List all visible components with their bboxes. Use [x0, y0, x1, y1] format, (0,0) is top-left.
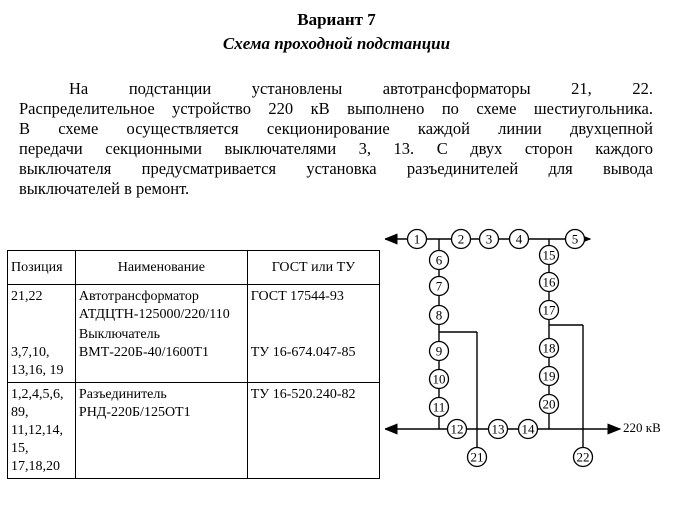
scheme-node-label: 7: [436, 279, 443, 294]
scheme-node-13: [487, 418, 509, 440]
scheme-node-12: [446, 418, 468, 440]
paragraph-line: На подстанции установлены автотрансформа…: [69, 79, 653, 98]
scheme-node-label: 22: [577, 450, 590, 465]
scheme-node-label: 18: [543, 341, 556, 356]
position-value: 3,7,10, 13,16, 19: [11, 345, 64, 378]
paragraph-line: В схеме осуществляется секционирование к…: [19, 119, 653, 138]
scheme-node-label: 11: [433, 400, 446, 415]
description-paragraph: На подстанции установлены автотрансформа…: [19, 79, 653, 199]
scheme-node-14: [517, 418, 539, 440]
scheme-node-11: [428, 396, 450, 418]
table-row: 21,22 3,7,10, 13,16, 19 Автотрансформато…: [7, 284, 381, 383]
gost-value: ГОСТ 17544-93: [250, 289, 344, 304]
equipment-table: Позиция Наименование ГОСТ или ТУ 21,22 3…: [7, 250, 381, 479]
scheme-node-label: 10: [433, 372, 446, 387]
scheme-node-8: [428, 304, 450, 326]
name-value: Разъединитель РНД-220Б/125ОТ1: [78, 387, 191, 420]
scheme-node-22: [572, 446, 594, 468]
scheme-node-3: [478, 228, 500, 250]
scheme-node-1: [406, 228, 428, 250]
position-value: 1,2,4,5,6, 89, 11,12,14, 15, 17,18,20: [11, 387, 64, 474]
header-position: Позиция: [7, 250, 76, 285]
scheme-node-label: 8: [436, 308, 443, 323]
scheme-node-label: 16: [543, 275, 557, 290]
scheme-node-10: [428, 368, 450, 390]
scheme-node-18: [538, 337, 560, 359]
scheme-node-label: 1: [414, 232, 421, 247]
scheme-node-16: [538, 271, 560, 293]
position-value: 21,22: [11, 289, 43, 304]
gost-value: ТУ 16-674.047-85: [250, 345, 356, 360]
table-header-row: Позиция Наименование ГОСТ или ТУ: [7, 250, 381, 285]
scheme-node-label: 20: [543, 397, 556, 412]
header-name: Наименование: [74, 250, 248, 285]
scheme-node-label: 15: [543, 248, 556, 263]
scheme-node-4: [508, 228, 530, 250]
name-value: Автотрансформатор АТДЦТН-125000/220/110: [78, 289, 230, 322]
scheme-node-9: [428, 340, 450, 362]
voltage-label: 220 кВ: [623, 420, 661, 435]
cell-position: 1,2,4,5,6, 89, 11,12,14, 15, 17,18,20: [7, 382, 76, 479]
name-value: Выключатель ВМТ-220Б-40/1600Т1: [78, 327, 210, 360]
scheme-node-7: [428, 275, 450, 297]
scheme-node-label: 13: [492, 422, 505, 437]
scheme-node-label: 5: [572, 232, 579, 247]
table-row: 1,2,4,5,6, 89, 11,12,14, 15, 17,18,20 Ра…: [7, 382, 381, 479]
scheme-node-20: [538, 393, 560, 415]
cell-position: 21,22 3,7,10, 13,16, 19: [7, 284, 76, 383]
scheme-node-label: 2: [458, 232, 465, 247]
scheme-node-6: [428, 249, 450, 271]
page-subtitle: Схема проходной подстанции: [222, 34, 451, 53]
scheme-node-label: 21: [471, 450, 484, 465]
scheme-node-label: 12: [451, 422, 464, 437]
paragraph-line: выключателя предусматривается установка …: [19, 159, 653, 178]
scheme-node-label: 4: [516, 232, 523, 247]
scheme-node-5: [564, 228, 586, 250]
scheme-node-19: [538, 365, 560, 387]
cell-gost: ГОСТ 17544-93 ТУ 16-674.047-85: [246, 284, 381, 383]
scheme-node-label: 17: [543, 303, 557, 318]
scheme-node-label: 9: [436, 344, 443, 359]
scheme-node-15: [538, 244, 560, 266]
scheme-node-label: 14: [522, 422, 536, 437]
scheme-node-label: 6: [436, 253, 443, 268]
scheme-node-label: 3: [486, 232, 493, 247]
gost-value: ТУ 16-520.240-82: [250, 387, 356, 402]
scheme-node-label: 19: [543, 369, 556, 384]
header-gost: ГОСТ или ТУ: [246, 250, 381, 285]
page-title: Вариант 7: [297, 10, 376, 29]
cell-name: Автотрансформатор АТДЦТН-125000/220/110 …: [74, 284, 248, 383]
paragraph-line: выключателей в ремонт.: [19, 179, 190, 198]
cell-gost: ТУ 16-520.240-82: [246, 382, 381, 479]
paragraph-line: передачи секционными выключателями 3, 13…: [19, 139, 653, 158]
scheme-node-17: [538, 299, 560, 321]
cell-name: Разъединитель РНД-220Б/125ОТ1: [74, 382, 248, 479]
scheme-node-2: [450, 228, 472, 250]
scheme-node-21: [466, 446, 488, 468]
paragraph-line: Распределительное устройство 220 кВ выпо…: [19, 99, 653, 118]
